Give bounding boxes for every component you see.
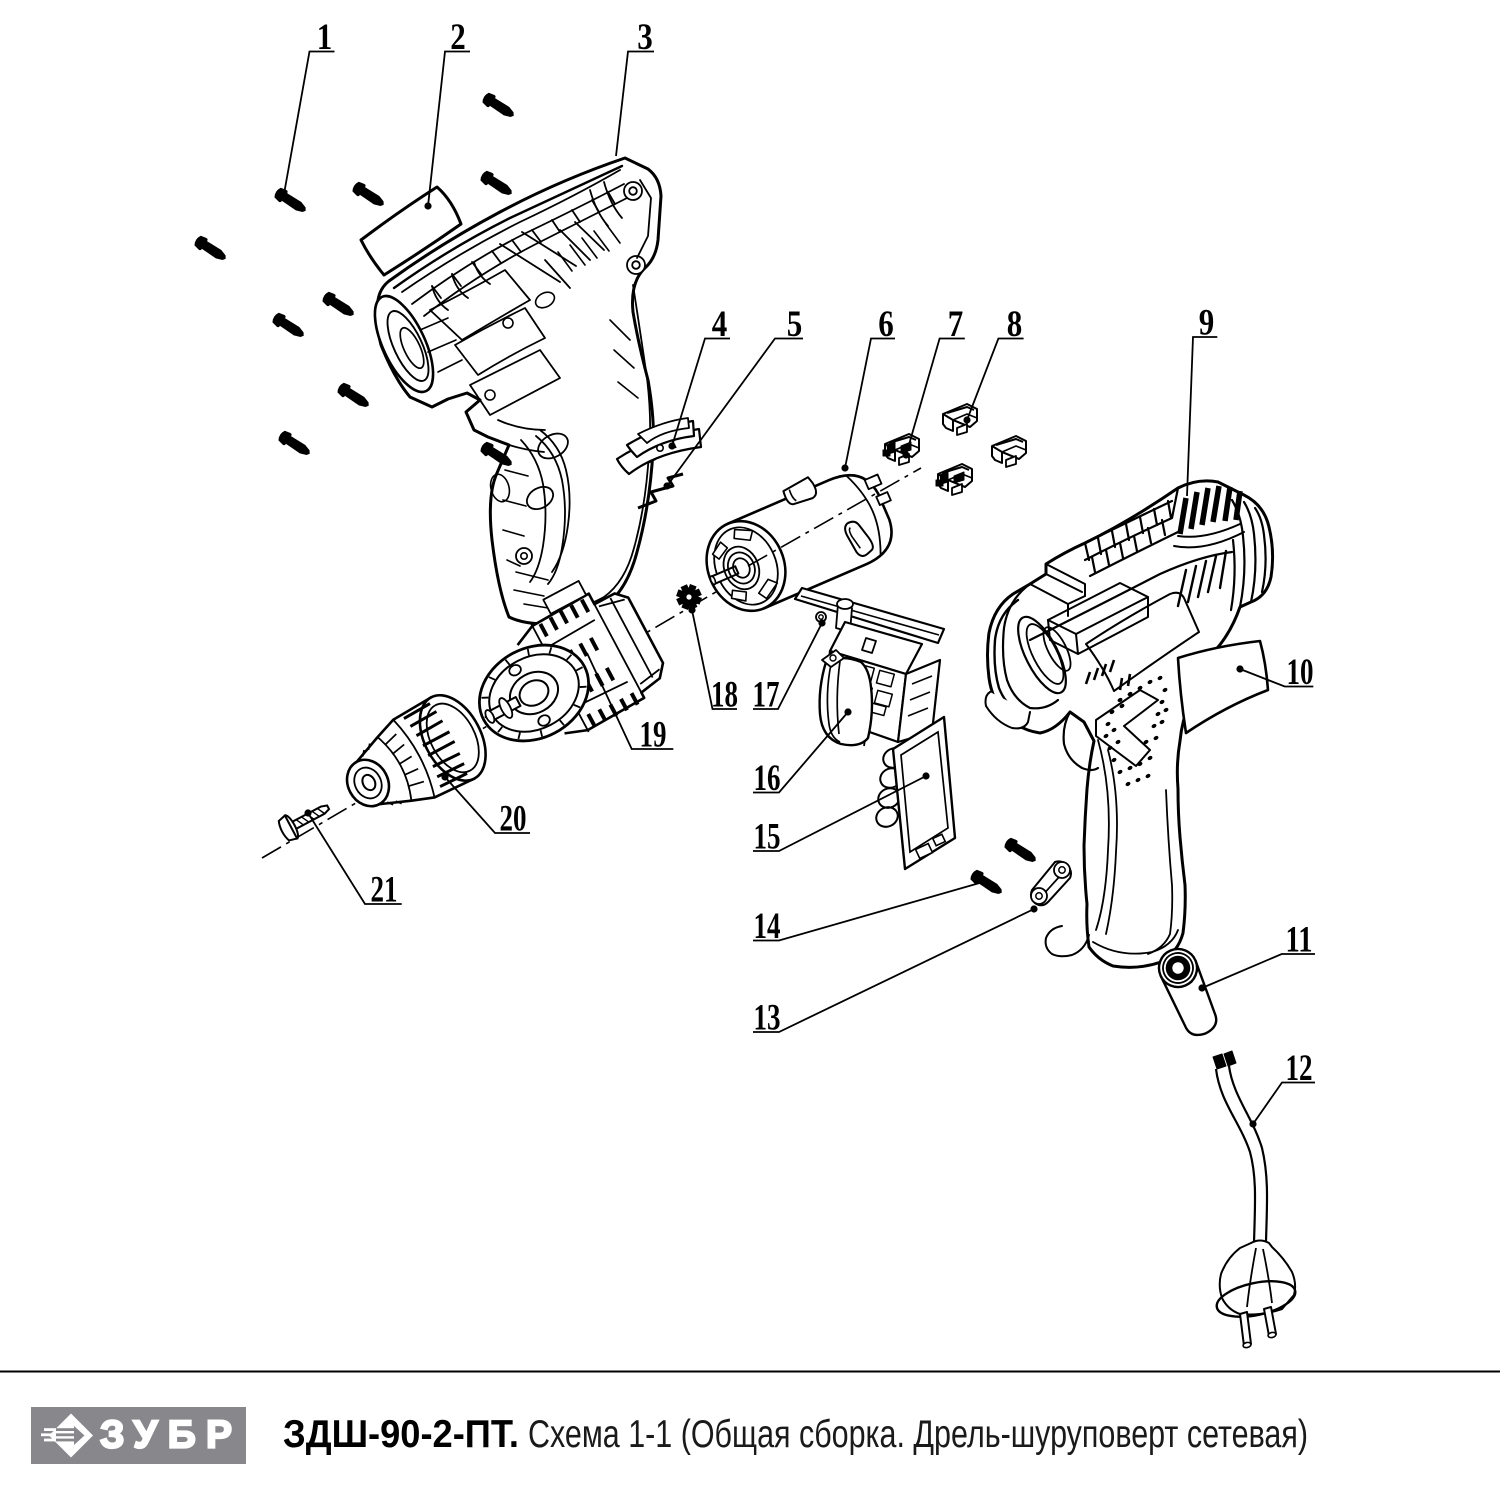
svg-text:15: 15 <box>754 817 781 858</box>
svg-text:21: 21 <box>371 870 398 911</box>
svg-text:6: 6 <box>878 304 894 345</box>
svg-text:3: 3 <box>637 17 653 58</box>
svg-text:18: 18 <box>711 675 738 716</box>
svg-text:20: 20 <box>500 799 527 840</box>
svg-text:1: 1 <box>317 17 333 58</box>
svg-text:2: 2 <box>450 17 466 58</box>
svg-text:14: 14 <box>754 906 781 947</box>
svg-text:12: 12 <box>1286 1048 1313 1089</box>
svg-text:19: 19 <box>640 715 667 756</box>
svg-text:9: 9 <box>1199 303 1215 344</box>
svg-text:8: 8 <box>1007 304 1023 345</box>
svg-text:13: 13 <box>754 998 781 1039</box>
svg-text:5: 5 <box>787 304 803 345</box>
svg-text:ЗДШ-90-2-ПТ.Схема 1-1 (Общая с: ЗДШ-90-2-ПТ.Схема 1-1 (Общая сборка. Дре… <box>283 1413 1308 1456</box>
svg-text:10: 10 <box>1287 652 1314 693</box>
svg-text:16: 16 <box>754 758 781 799</box>
svg-text:11: 11 <box>1286 920 1313 961</box>
svg-text:7: 7 <box>948 304 964 345</box>
svg-text:4: 4 <box>712 304 728 345</box>
svg-text:17: 17 <box>753 675 780 716</box>
